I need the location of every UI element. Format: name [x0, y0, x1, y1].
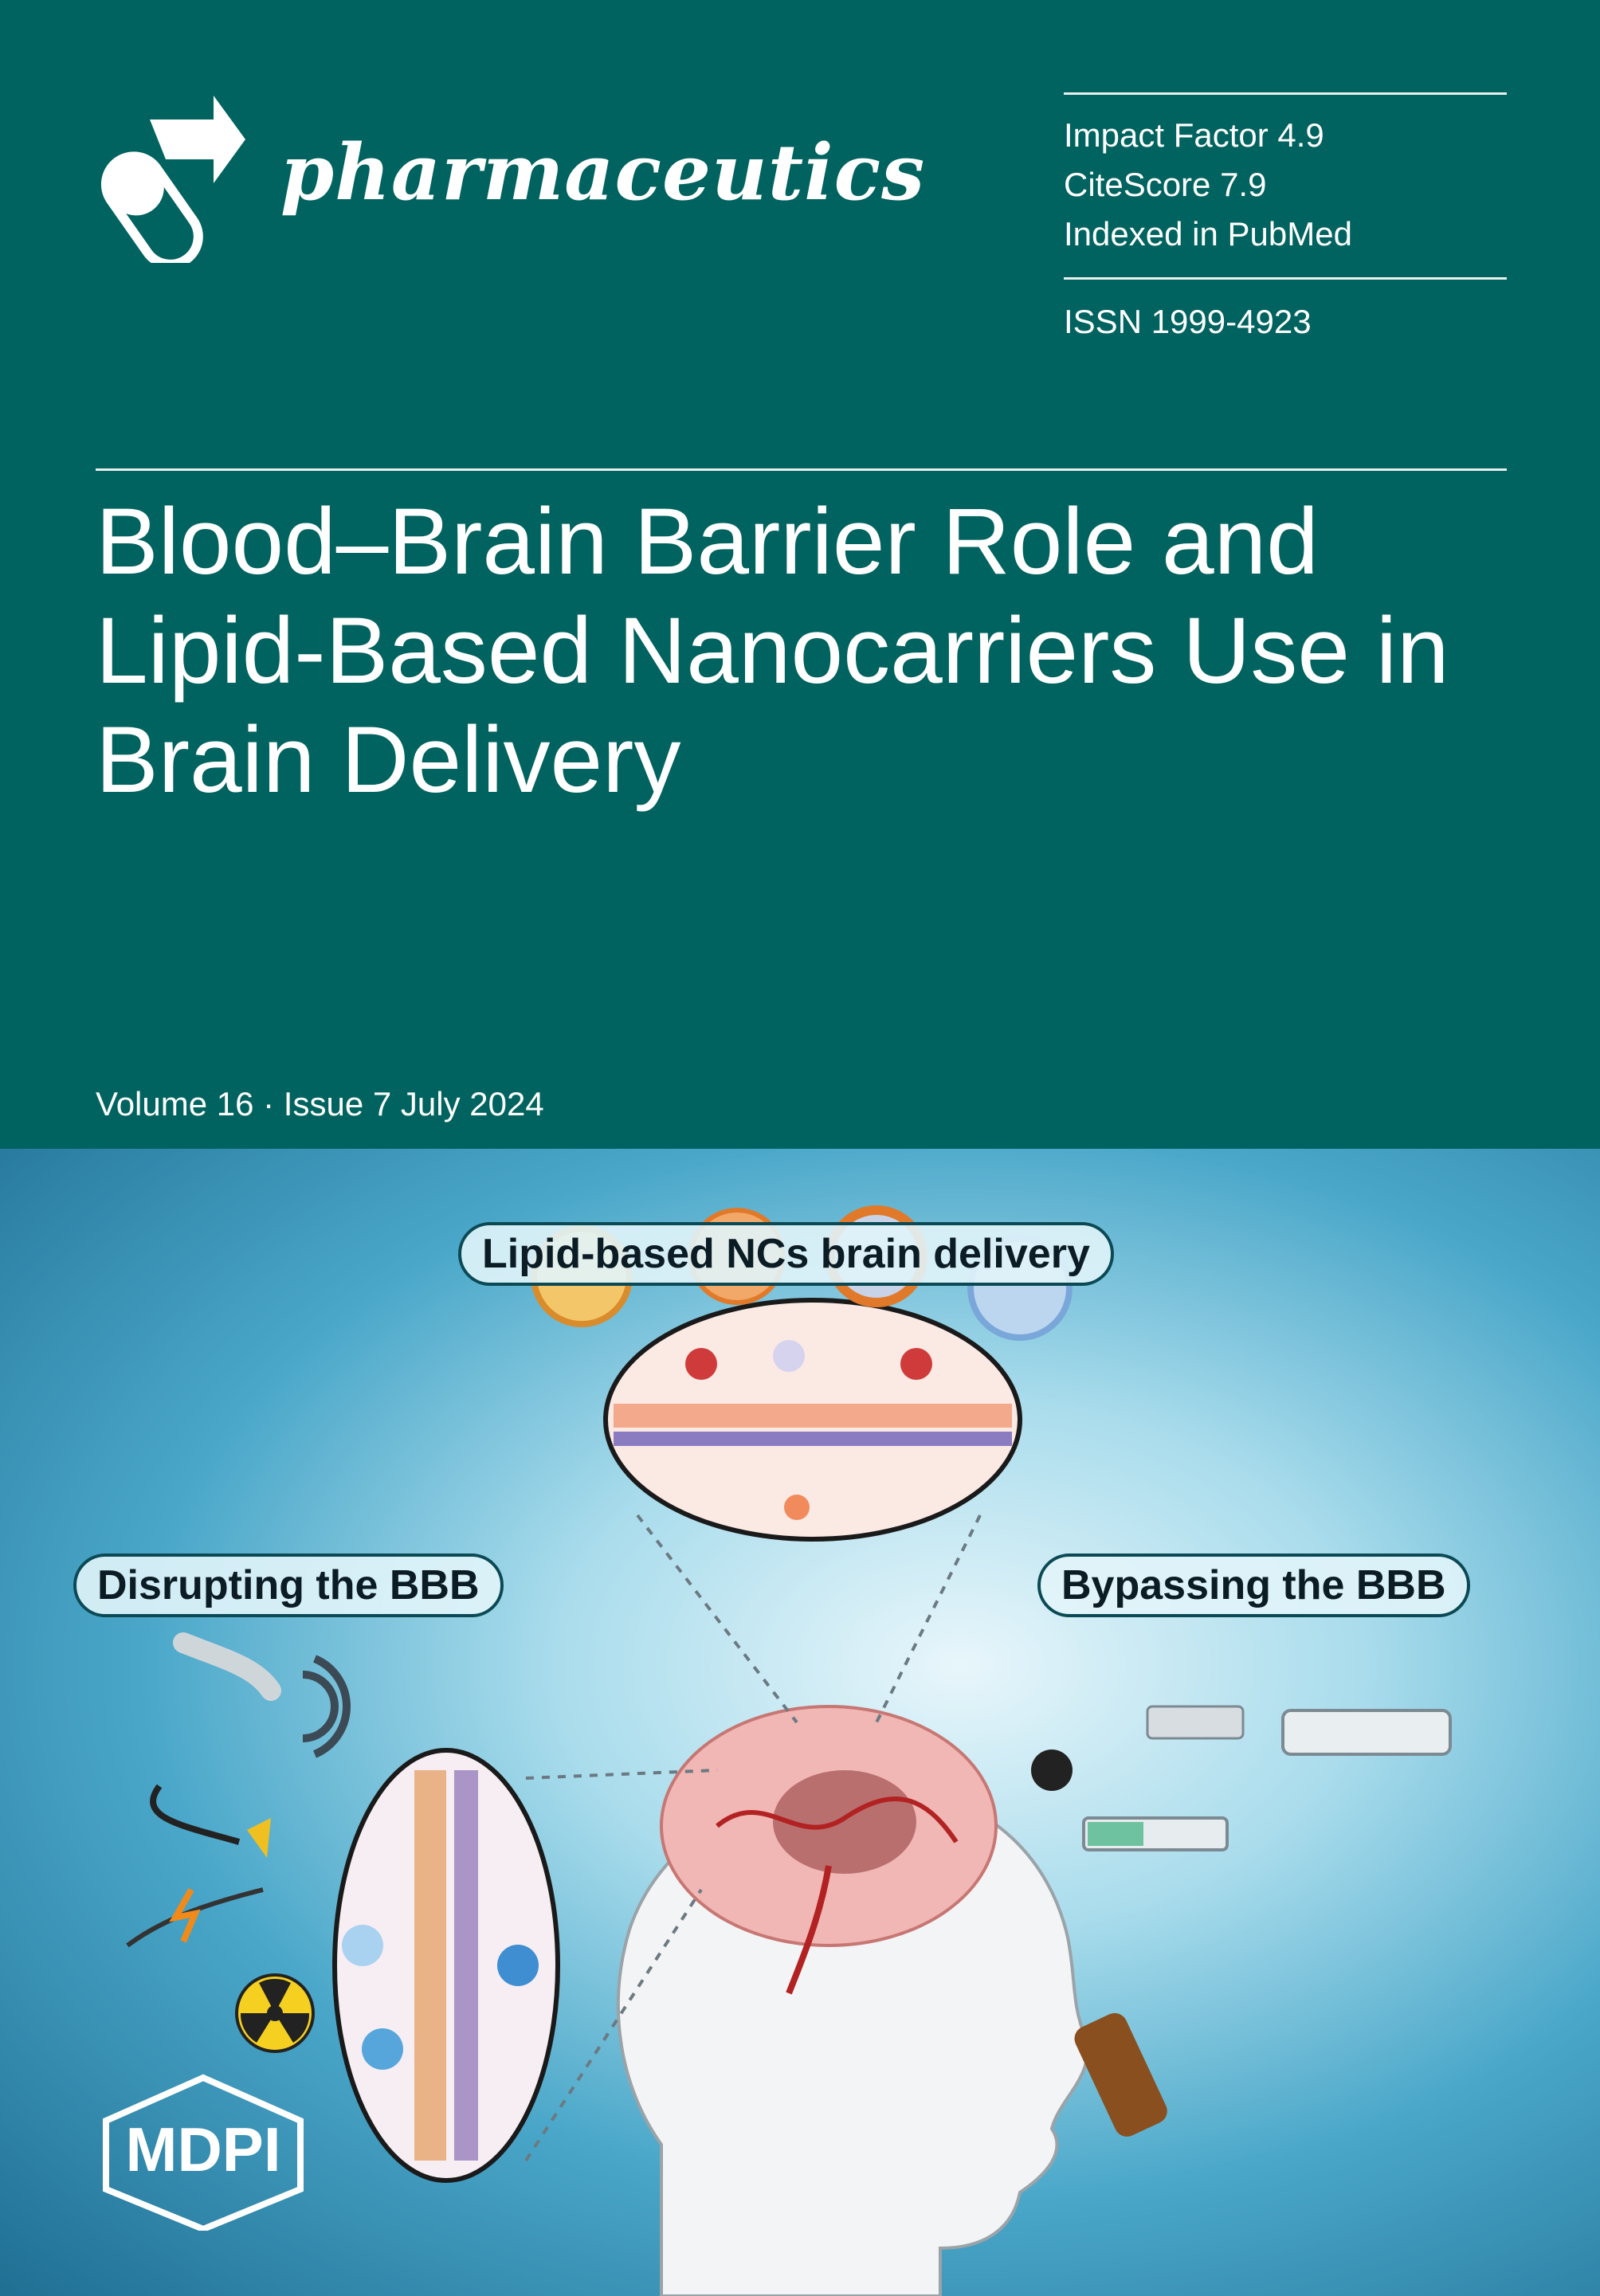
issue-info: Volume 16 · Issue 7 July 2024 — [96, 1085, 544, 1123]
mdpi-logo-icon: MDPI — [103, 2074, 304, 2231]
mdpi-text: MDPI — [126, 2114, 281, 2184]
title-line-3: Brain Delivery — [96, 707, 681, 813]
cover-header-band — [0, 0, 1600, 1149]
infusion-pump-icon — [1281, 1709, 1452, 1756]
indexed-in: Indexed in PubMed — [1064, 215, 1352, 253]
issn: ISSN 1999-4923 — [1064, 303, 1312, 340]
label-bypassing-bbb: Bypassing the BBB — [1037, 1554, 1470, 1617]
citescore: CiteScore 7.9 — [1064, 166, 1267, 203]
title-top-rule — [96, 468, 1507, 471]
journal-name: pharmaceutics — [280, 127, 926, 217]
pill-arrow-logo-icon — [100, 96, 245, 263]
article-title: Blood–Brain Barrier Role and Lipid-Based… — [96, 488, 1530, 815]
label-lipid-ncs: Lipid-based NCs brain delivery — [458, 1222, 1114, 1286]
label-disrupting-bbb: Disrupting the BBB — [73, 1554, 504, 1617]
ultrasound-probe-icon — [173, 1632, 281, 1701]
meta-mid-rule — [1064, 277, 1507, 280]
nasal-spray-icon — [1074, 2012, 1167, 2137]
syringe-pump-icon — [1146, 1705, 1245, 1740]
catheter-icon — [150, 1784, 241, 1845]
title-line-2: Lipid-Based Nanocarriers Use in — [96, 598, 1449, 703]
meta-top-rule — [1064, 92, 1507, 95]
impact-factor: Impact Factor 4.9 — [1064, 116, 1324, 154]
title-line-1: Blood–Brain Barrier Role and — [96, 489, 1319, 594]
